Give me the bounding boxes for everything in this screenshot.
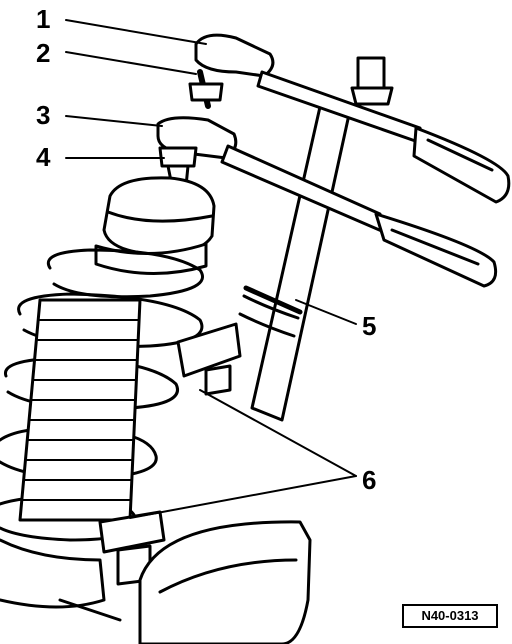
callout-5: 5: [362, 311, 377, 341]
leader-lines: [65, 19, 357, 519]
callout-3: 3: [36, 100, 51, 130]
callout-6: 6: [362, 465, 377, 495]
callout-1: 1: [36, 4, 51, 34]
reference-code-label: N40-0313: [402, 604, 498, 628]
top-mount: [94, 176, 216, 276]
callout-2: 2: [36, 38, 51, 68]
upper-arm: [188, 33, 511, 204]
lower-bracket: [0, 520, 312, 644]
shock-body: [18, 298, 142, 522]
compressor-tube: [238, 96, 352, 422]
callout-4: 4: [36, 142, 51, 172]
spindle-top: [350, 56, 394, 106]
